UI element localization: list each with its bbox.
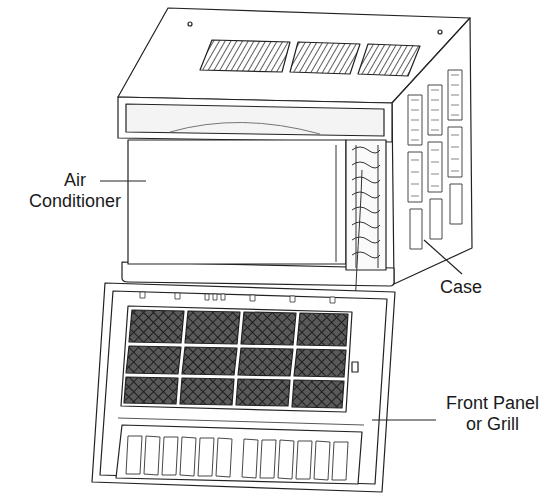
leader-line	[424, 240, 462, 274]
leader-line	[100, 180, 146, 181]
part-label: Front Panel or Grill	[440, 393, 545, 435]
leader-line	[372, 419, 436, 420]
part-label: Case	[440, 277, 500, 298]
part-label: Air Conditioner	[25, 170, 125, 212]
